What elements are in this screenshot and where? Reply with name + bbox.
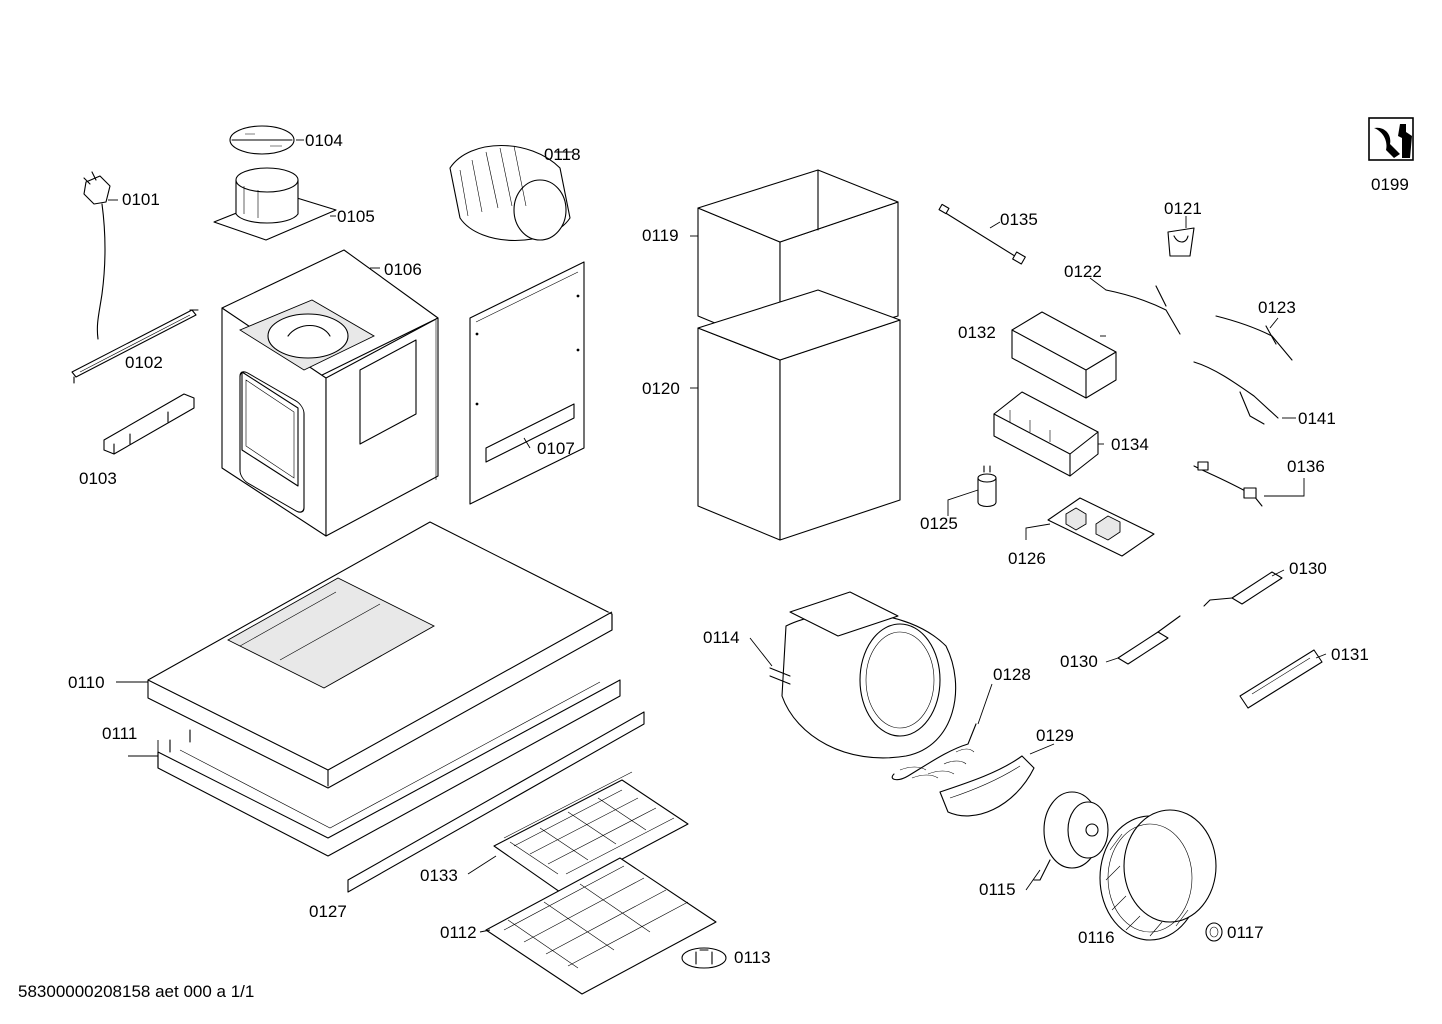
part-0110-canopy-plate[interactable]	[147, 521, 613, 789]
part-label-0103: 0103	[79, 469, 117, 488]
part-label-0125: 0125	[920, 514, 958, 533]
part-0103-bracket[interactable]	[103, 393, 195, 455]
wrench-service-icon	[1368, 117, 1414, 161]
part-label-0134: 0134	[1111, 435, 1149, 454]
part-0121-holder[interactable]	[1167, 227, 1195, 257]
part-label-0106: 0106	[384, 260, 422, 279]
part-label-0131: 0131	[1331, 645, 1369, 664]
part-0132-electronics-cover[interactable]	[1011, 311, 1117, 399]
part-label-0121: 0121	[1164, 199, 1202, 218]
part-0133-grease-filter[interactable]	[493, 771, 689, 893]
part-label-0113: 0113	[734, 948, 771, 967]
part-0136-cable[interactable]	[1193, 461, 1263, 507]
part-0104-damper-flaps[interactable]	[229, 125, 295, 155]
part-0117-nut[interactable]	[1205, 922, 1223, 942]
document-id-footer: 58300000208158 aet 000 a 1/1	[18, 982, 255, 1001]
part-label-0115: 0115	[979, 880, 1016, 899]
part-label-0126: 0126	[1008, 549, 1046, 568]
service-icon-label: 0199	[1371, 175, 1409, 194]
part-0141-cable[interactable]	[1193, 361, 1279, 425]
part-0120-lower-chimney[interactable]	[697, 289, 901, 541]
part-label-0133: 0133	[420, 866, 458, 885]
part-label-0105: 0105	[337, 207, 375, 226]
leader-lines	[108, 139, 1327, 933]
part-0114-fan-housing[interactable]	[769, 591, 957, 759]
part-label-0135: 0135	[1000, 210, 1038, 229]
part-0113-clip[interactable]	[681, 947, 727, 969]
part-label-0111: 0111	[102, 724, 138, 743]
part-label-0107: 0107	[537, 439, 575, 458]
part-label-0127: 0127	[309, 902, 347, 921]
part-0102-rail[interactable]	[71, 309, 199, 384]
part-0122-cable[interactable]	[1105, 285, 1181, 335]
part-label-0141: 0141	[1298, 409, 1336, 428]
part-label-0117: 0117	[1227, 923, 1264, 942]
part-0107-rear-panel[interactable]	[469, 261, 585, 505]
part-0128-coil[interactable]	[891, 723, 977, 781]
part-label-0130: 0130	[1289, 559, 1327, 578]
part-label-0110: 0110	[68, 673, 105, 692]
part-0129-shield[interactable]	[939, 755, 1035, 817]
part-label-0114: 0114	[703, 628, 740, 647]
part-label-0122: 0122	[1064, 262, 1102, 281]
part-label-0119: 0119	[642, 226, 679, 245]
part-0101-power-cord[interactable]	[83, 171, 111, 340]
part-0123-cable[interactable]	[1215, 315, 1293, 361]
part-label-0130: 0130	[1060, 652, 1098, 671]
part-0105-outlet-collar[interactable]	[213, 167, 337, 241]
part-label-0136: 0136	[1287, 457, 1325, 476]
part-label-0129: 0129	[1036, 726, 1074, 745]
part-0127-strip[interactable]	[347, 711, 645, 893]
part-0130-light-module-a[interactable]	[1203, 571, 1283, 607]
part-label-0104: 0104	[305, 131, 343, 150]
part-label-0120: 0120	[642, 379, 680, 398]
part-label-0116: 0116	[1078, 928, 1115, 947]
part-0112-grease-filter[interactable]	[485, 857, 717, 995]
part-0116-blower-wheel[interactable]	[1099, 809, 1217, 941]
part-0135-cable[interactable]	[938, 203, 1026, 265]
part-0118-flexible-duct[interactable]	[449, 144, 571, 242]
part-label-0128: 0128	[993, 665, 1031, 684]
part-0134-electronics-box[interactable]	[993, 391, 1099, 477]
part-0130-light-module-b[interactable]	[1117, 615, 1181, 665]
part-0115-motor[interactable]	[1033, 791, 1109, 881]
part-0125-capacitor[interactable]	[977, 465, 997, 508]
part-label-0101: 0101	[122, 190, 160, 209]
part-label-0118: 0118	[544, 145, 581, 164]
part-0106-housing-frame[interactable]	[221, 249, 439, 537]
part-label-0112: 0112	[440, 923, 477, 942]
part-0131-light-strip[interactable]	[1239, 649, 1323, 709]
part-label-0102: 0102	[125, 353, 163, 372]
part-label-0132: 0132	[958, 323, 996, 342]
part-0126-circuit-board[interactable]	[1047, 497, 1155, 557]
part-label-0123: 0123	[1258, 298, 1296, 317]
